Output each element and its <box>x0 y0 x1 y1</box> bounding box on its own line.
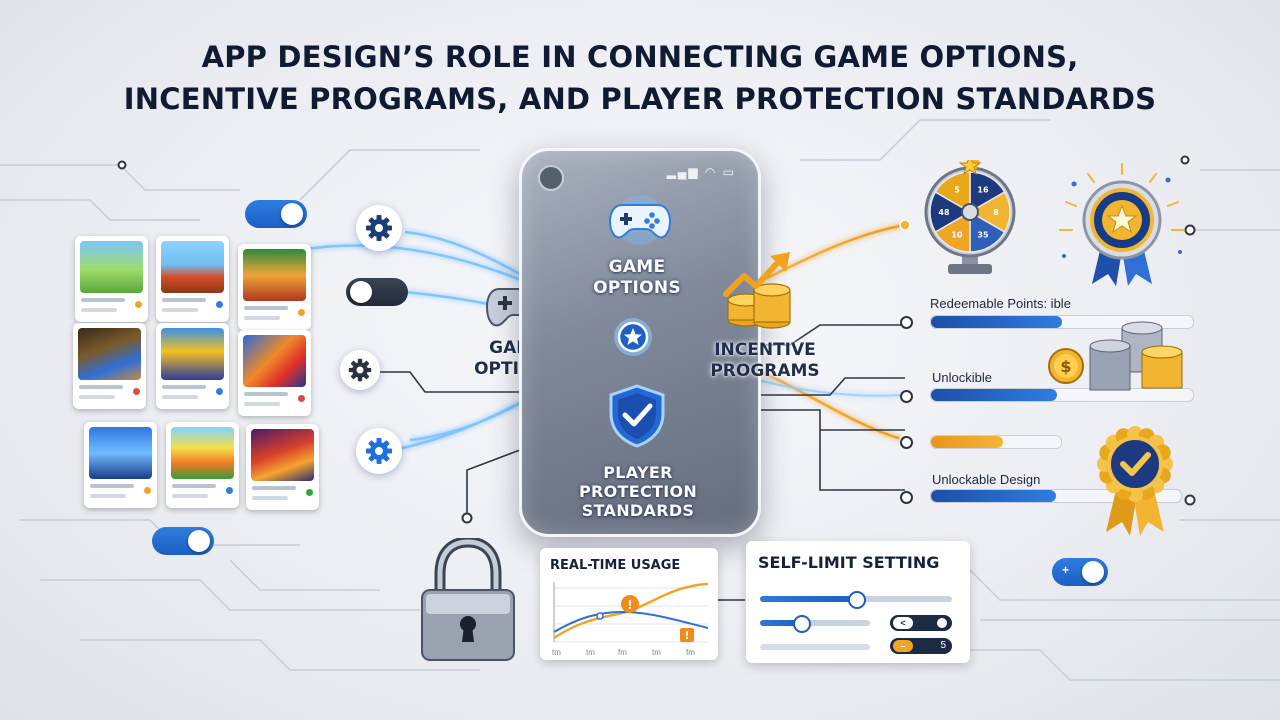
shield-check-icon <box>605 383 669 454</box>
gear-icon[interactable] <box>340 350 380 390</box>
limit-slider-2[interactable] <box>760 615 870 633</box>
reward-label: Redeemable Points: ible <box>930 296 1071 311</box>
padlock-icon <box>418 536 518 667</box>
game-card[interactable] <box>166 422 239 508</box>
game-card[interactable] <box>84 422 157 508</box>
incentive-programs-label: INCENTIVE PROGRAMS <box>700 340 830 382</box>
limit-slider-1[interactable] <box>760 591 952 609</box>
incentive-label-line-1: INCENTIVE <box>714 340 816 360</box>
limit-toggle-2[interactable]: – 5 <box>890 638 952 654</box>
title-line-2: INCENTIVE PROGRAMS, AND PLAYER PROTECTIO… <box>123 82 1157 116</box>
alert-icon: ! <box>627 598 632 612</box>
verified-badge-icon <box>1090 420 1180 545</box>
camera-icon <box>538 165 564 191</box>
self-limit-title: SELF-LIMIT SETTING <box>758 553 940 572</box>
real-time-usage-panel: REAL-TIME USAGE ! ! tm tm fm tm fm <box>540 548 718 660</box>
reward-label: Unlockable Design <box>932 472 1041 487</box>
phone-protection-line-3: STANDARDS <box>581 501 695 520</box>
left-toggle-bottom[interactable] <box>152 527 214 555</box>
toggle-1-knob: < <box>893 617 913 629</box>
usage-tick: tm <box>586 648 595 657</box>
wheel-number: 48 <box>938 208 950 217</box>
alert-icon: ! <box>684 629 689 642</box>
reward-progress-bar <box>930 435 1062 449</box>
right-toggle[interactable]: + <box>1052 558 1108 586</box>
phone-protection-label: PLAYER PROTECTION STANDARDS <box>540 463 736 520</box>
status-bar-icons: ▂▄▆ ◠ ▭ <box>666 165 736 179</box>
phone-game-options-label: GAME OPTIONS <box>562 257 712 299</box>
coins-growth-icon <box>720 250 800 337</box>
incentive-label-line-2: PROGRAMS <box>710 361 820 381</box>
phone-mockup: ▂▄▆ ◠ ▭ GAME OPTIONS PLAYER PROTECTION S… <box>519 148 761 537</box>
phone-controller-icon <box>604 193 676 252</box>
reward-progress-bar <box>930 388 1194 402</box>
title-line-1: APP DESIGN’S ROLE IN CONNECTING GAME OPT… <box>201 40 1079 74</box>
limit-toggle-1[interactable]: < <box>890 615 952 631</box>
gear-icon[interactable] <box>356 428 402 474</box>
game-card[interactable] <box>156 323 229 409</box>
connector-lines <box>380 324 905 601</box>
game-card[interactable] <box>238 244 311 330</box>
slider-handle[interactable] <box>848 591 866 609</box>
game-card[interactable] <box>75 236 148 322</box>
wheel-number: 16 <box>977 185 989 194</box>
phone-game-label-line-2: OPTIONS <box>593 278 681 298</box>
limit-slider-3[interactable] <box>760 644 870 650</box>
toggle-2-value: 5 <box>940 640 946 651</box>
gear-icon[interactable] <box>356 205 402 251</box>
wheel-slice <box>934 171 971 214</box>
reward-progress-bar <box>930 315 1194 329</box>
medal-badge-icon <box>1052 160 1192 295</box>
star-hub-icon <box>613 317 653 362</box>
diagram-title: APP DESIGN’S ROLE IN CONNECTING GAME OPT… <box>0 36 1280 120</box>
game-card[interactable] <box>238 330 311 416</box>
wheel-number: 10 <box>951 231 963 240</box>
reward-label: Unlockible <box>932 370 992 385</box>
phone-protection-line-2: PROTECTION <box>578 482 698 501</box>
wheel-number: 5 <box>954 185 960 194</box>
left-toggle-middle[interactable] <box>346 278 408 306</box>
game-card[interactable] <box>246 424 319 510</box>
usage-tick: tm <box>552 648 561 657</box>
game-card[interactable] <box>73 323 146 409</box>
phone-protection-line-1: PLAYER <box>603 463 673 482</box>
prize-wheel-icon: 16 8 35 10 48 5 <box>922 154 1018 283</box>
right-circuit-traces <box>800 119 1280 681</box>
wheel-number: 8 <box>993 208 999 217</box>
slider-handle[interactable] <box>792 615 811 633</box>
phone-game-label-line-1: GAME <box>608 257 666 277</box>
wheel-number: 35 <box>977 231 989 240</box>
usage-tick: fm <box>618 648 627 657</box>
usage-panel-title: REAL-TIME USAGE <box>550 558 681 573</box>
left-toggle-top[interactable] <box>245 200 307 228</box>
usage-line-chart: ! ! <box>553 582 709 643</box>
coin-symbol: $ <box>1060 357 1071 376</box>
self-limit-setting-panel: SELF-LIMIT SETTING < – 5 <box>746 541 970 663</box>
coin-stacks-icon: $ <box>1044 318 1194 401</box>
usage-tick: fm <box>686 648 695 657</box>
game-card[interactable] <box>156 236 229 322</box>
toggle-2-knob: – <box>893 640 913 652</box>
usage-tick: tm <box>652 648 661 657</box>
